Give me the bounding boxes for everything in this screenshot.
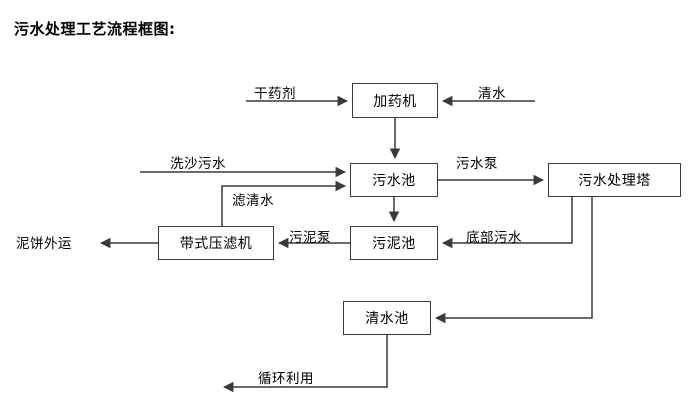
edge-label-sewage-pump: 污水泵	[456, 156, 498, 172]
node-dosing-machine[interactable]: 加药机	[352, 83, 438, 118]
edge-label-filtered-clear-water: 滤清水	[232, 193, 274, 209]
edge-label-clean-water-in: 清水	[478, 86, 506, 102]
node-clear-water-pool[interactable]: 清水池	[343, 301, 431, 335]
node-label-clear-water-pool: 清水池	[365, 311, 409, 327]
node-belt-filter-press[interactable]: 带式压滤机	[158, 226, 274, 260]
node-treatment-tower[interactable]: 污水处理塔	[548, 163, 681, 197]
terminal-label-mud-cake-out: 泥饼外运	[16, 236, 72, 252]
node-label-dosing-machine: 加药机	[373, 93, 417, 110]
node-label-sludge-pool: 污泥池	[372, 236, 416, 252]
wire-tower-to-clear-water-pool	[434, 197, 593, 324]
edge-label-bottom-sewage: 底部污水	[466, 230, 522, 246]
page-title: 污水处理工艺流程框图:	[14, 20, 176, 38]
edge-label-sludge-pump: 污泥泵	[289, 230, 331, 246]
edge-label-sand-wash-sewage: 洗沙污水	[170, 156, 226, 172]
node-label-sewage-pool: 污水池	[372, 173, 416, 189]
node-label-belt-filter-press: 带式压滤机	[179, 236, 253, 252]
node-label-treatment-tower: 污水处理塔	[578, 173, 651, 189]
node-sewage-pool[interactable]: 污水池	[350, 163, 438, 197]
edge-label-recycle-reuse: 循环利用	[258, 371, 314, 387]
node-sludge-pool[interactable]: 污泥池	[350, 226, 438, 260]
edge-label-dry-chemical: 干药剂	[254, 86, 296, 102]
